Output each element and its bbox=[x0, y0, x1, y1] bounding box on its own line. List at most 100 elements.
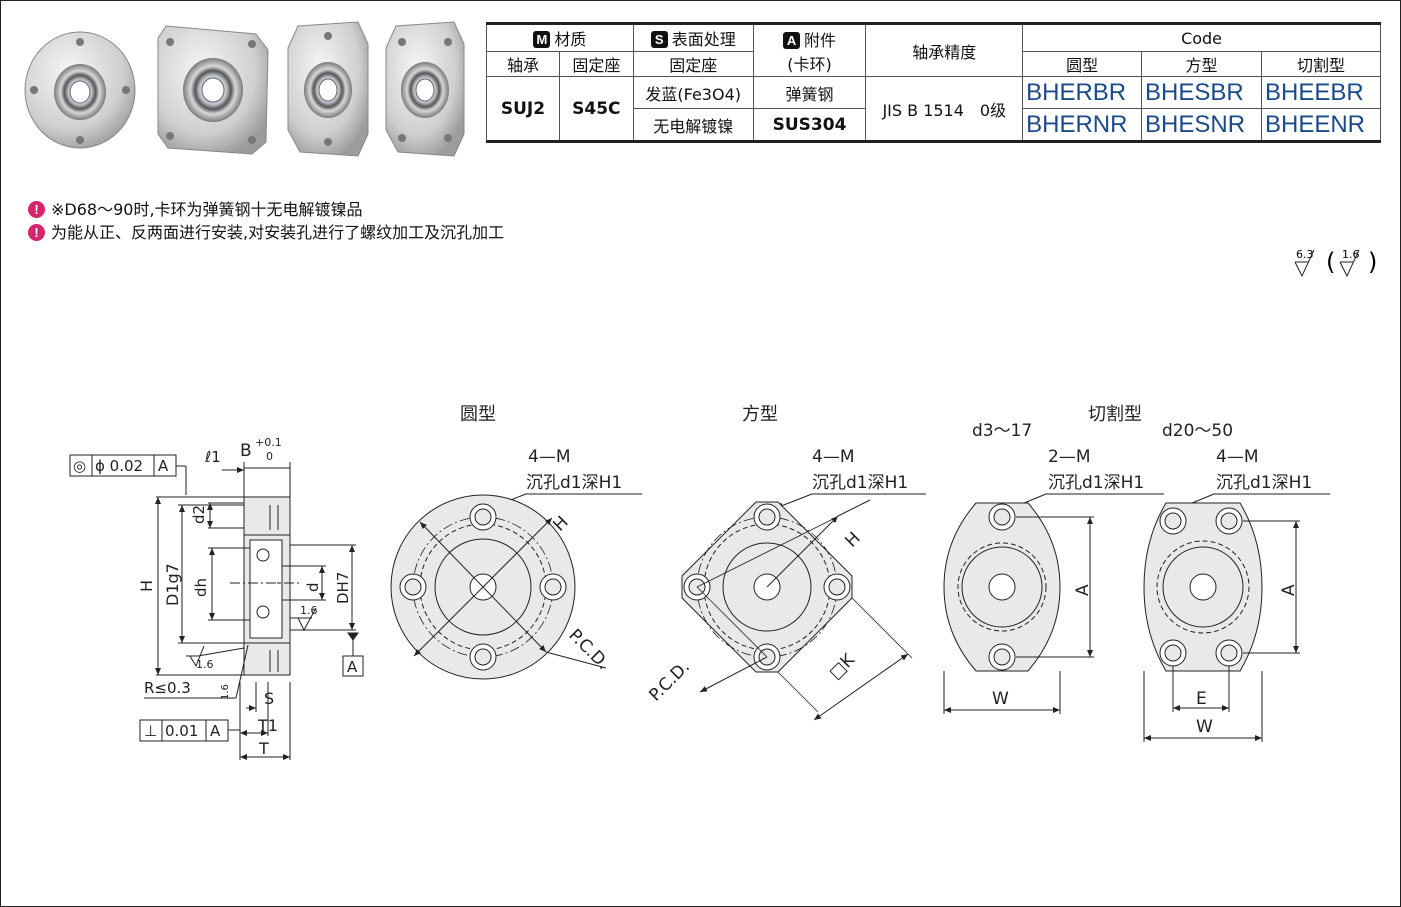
precision-value: JIS B 1514 0级 bbox=[865, 76, 1024, 142]
seat-col-header: 固定座 bbox=[558, 51, 634, 77]
note-text: 为能从正、反两面进行安装,对安装孔进行了螺纹加工及沉孔加工 bbox=[51, 223, 505, 242]
photo-cut-small bbox=[287, 21, 369, 157]
concentricity-icon: ◎ bbox=[73, 457, 86, 475]
dim-d: d bbox=[304, 582, 322, 592]
surface-seat-col-header: 固定座 bbox=[632, 51, 754, 77]
square-title: 方型 bbox=[742, 404, 778, 425]
dim-l1: ℓ1 bbox=[204, 448, 221, 466]
warning-icon: ! bbox=[28, 224, 45, 241]
cut-small-cbore-label: 沉孔d1深H1 bbox=[1048, 473, 1144, 493]
photo-square bbox=[157, 25, 269, 155]
square-pcd-label: P.C.D. bbox=[645, 657, 694, 706]
dim-DH7: DH7 bbox=[334, 572, 352, 604]
cut-large-cbore-label: 沉孔d1深H1 bbox=[1216, 473, 1312, 493]
dim-d2: d2 bbox=[190, 505, 208, 524]
round-col-header: 圆型 bbox=[1022, 51, 1143, 77]
round-cbore-label: 沉孔d1深H1 bbox=[526, 473, 622, 493]
photo-round bbox=[24, 31, 136, 149]
dim-B: B bbox=[240, 441, 252, 461]
cut-title: 切割型 bbox=[1088, 404, 1142, 425]
bearing-col-header: 轴承 bbox=[486, 51, 560, 77]
surface-badge: S bbox=[650, 31, 668, 48]
cut-large-range: d20～50 bbox=[1162, 421, 1233, 441]
roughness-paren-open: ( bbox=[1326, 248, 1335, 276]
square-col-header: 方型 bbox=[1141, 51, 1262, 77]
dim-H: H bbox=[137, 580, 156, 592]
accessory-label: 附件 bbox=[804, 30, 837, 50]
round-pcd-label: P.C.D. bbox=[564, 625, 613, 674]
flange-top bbox=[243, 496, 291, 536]
roughness-symbol: 6.3 ( 1.6 ) bbox=[1294, 248, 1377, 278]
photo-cut-large bbox=[385, 21, 465, 157]
cut-large-mounting-holes bbox=[1159, 507, 1243, 667]
square-holes-label: 4—M bbox=[812, 447, 854, 467]
material-badge: M bbox=[533, 31, 551, 48]
surface-treatment-1: 发蓝(Fe3O4) bbox=[632, 76, 754, 109]
round-title: 圆型 bbox=[460, 404, 496, 425]
face-roughness: 1.6 bbox=[196, 658, 214, 671]
cut-large-holes-label: 4—M bbox=[1216, 447, 1258, 467]
cut-small-W: W bbox=[992, 689, 1009, 709]
dim-T: T bbox=[258, 739, 269, 758]
concentricity-value: ϕ 0.02 bbox=[95, 457, 143, 475]
dim-T1: T1 bbox=[257, 716, 278, 735]
precision-header: 轴承精度 bbox=[865, 23, 1024, 77]
round-holes-label: 4—M bbox=[528, 447, 570, 467]
bearing-material: SUJ2 bbox=[486, 76, 560, 142]
dim-S: S bbox=[264, 689, 274, 708]
material-label: 材质 bbox=[554, 30, 587, 49]
cut-small-A: A bbox=[1073, 584, 1093, 596]
square-cbore-label: 沉孔d1深H1 bbox=[812, 473, 908, 493]
accessory-badge: A bbox=[783, 31, 801, 49]
code-round-1[interactable]: BHERBR bbox=[1022, 76, 1143, 109]
dim-D1: D1g7 bbox=[163, 563, 182, 606]
cut-large-W: W bbox=[1196, 717, 1213, 737]
cut-view: 切割型 d3～17 d20～50 2—M 沉孔d1深H1 A W 4—M 沉孔d… bbox=[943, 404, 1330, 742]
datum-A: A bbox=[347, 658, 358, 676]
cut-large-A: A bbox=[1279, 584, 1299, 596]
seat-material: S45C bbox=[558, 76, 634, 142]
concentricity-datum: A bbox=[158, 457, 169, 475]
perpendicularity-datum: A bbox=[210, 722, 221, 740]
code-cut-2[interactable]: BHEENR bbox=[1260, 108, 1382, 142]
perpendicularity-value: 0.01 bbox=[165, 722, 198, 740]
code-square-2[interactable]: BHESNR bbox=[1141, 108, 1262, 142]
warning-icon: ! bbox=[28, 201, 45, 218]
note-item: ! 为能从正、反两面进行安装,对安装孔进行了螺纹加工及沉孔加工 bbox=[28, 221, 504, 244]
product-photos bbox=[24, 21, 465, 157]
dim-B-tol-up: +0.1 bbox=[255, 436, 282, 449]
cut-large-E: E bbox=[1196, 689, 1207, 709]
note-item: ! ※D68～90时,卡环为弹簧钢十无电解镀镍品 bbox=[28, 198, 504, 221]
code-round-2[interactable]: BHERNR bbox=[1022, 108, 1143, 142]
flange-bottom bbox=[243, 642, 291, 676]
technical-drawings: ◎ ϕ 0.02 A ℓ1 B +0.1 0 H D1g7 d2 dh bbox=[69, 404, 1330, 760]
dim-dh: dh bbox=[192, 578, 210, 597]
square-view: 方型 4—M 沉孔d1深H1 H P.C.D. □K bbox=[645, 404, 926, 721]
side-view: ◎ ϕ 0.02 A ℓ1 B +0.1 0 H D1g7 d2 dh bbox=[69, 436, 364, 760]
note-text: ※D68～90时,卡环为弹簧钢十无电解镀镍品 bbox=[51, 200, 363, 219]
square-K-label: □K bbox=[825, 650, 859, 684]
accessory-1: 弹簧钢 bbox=[752, 76, 867, 109]
code-cut-1[interactable]: BHEEBR bbox=[1260, 76, 1382, 109]
side-roughness: 1.6 bbox=[220, 684, 231, 700]
code-square-1[interactable]: BHESBR bbox=[1141, 76, 1262, 109]
roughness-main: 6.3 bbox=[1296, 248, 1314, 261]
roughness-paren-close: ) bbox=[1368, 248, 1377, 276]
dim-R: R≤0.3 bbox=[144, 679, 191, 697]
cut-col-header: 切割型 bbox=[1260, 51, 1382, 77]
cut-small-range: d3～17 bbox=[972, 421, 1032, 441]
cut-small-holes-label: 2—M bbox=[1048, 447, 1090, 467]
round-view: 圆型 4—M 沉孔d1深H1 P.C.D. H bbox=[390, 404, 642, 680]
notes: ! ※D68～90时,卡环为弹簧钢十无电解镀镍品 ! 为能从正、反两面进行安装,对安… bbox=[28, 198, 504, 244]
surface-treatment-2: 无电解镀镍 bbox=[632, 108, 754, 142]
dim-B-tol-down: 0 bbox=[266, 450, 273, 463]
code-header: Code bbox=[1022, 23, 1381, 52]
square-H-label: H bbox=[841, 528, 864, 551]
accessory-2: SUS304 bbox=[752, 108, 867, 142]
perpendicularity-icon: ⊥ bbox=[144, 722, 157, 740]
accessory-sub-label: (卡环) bbox=[787, 54, 832, 74]
